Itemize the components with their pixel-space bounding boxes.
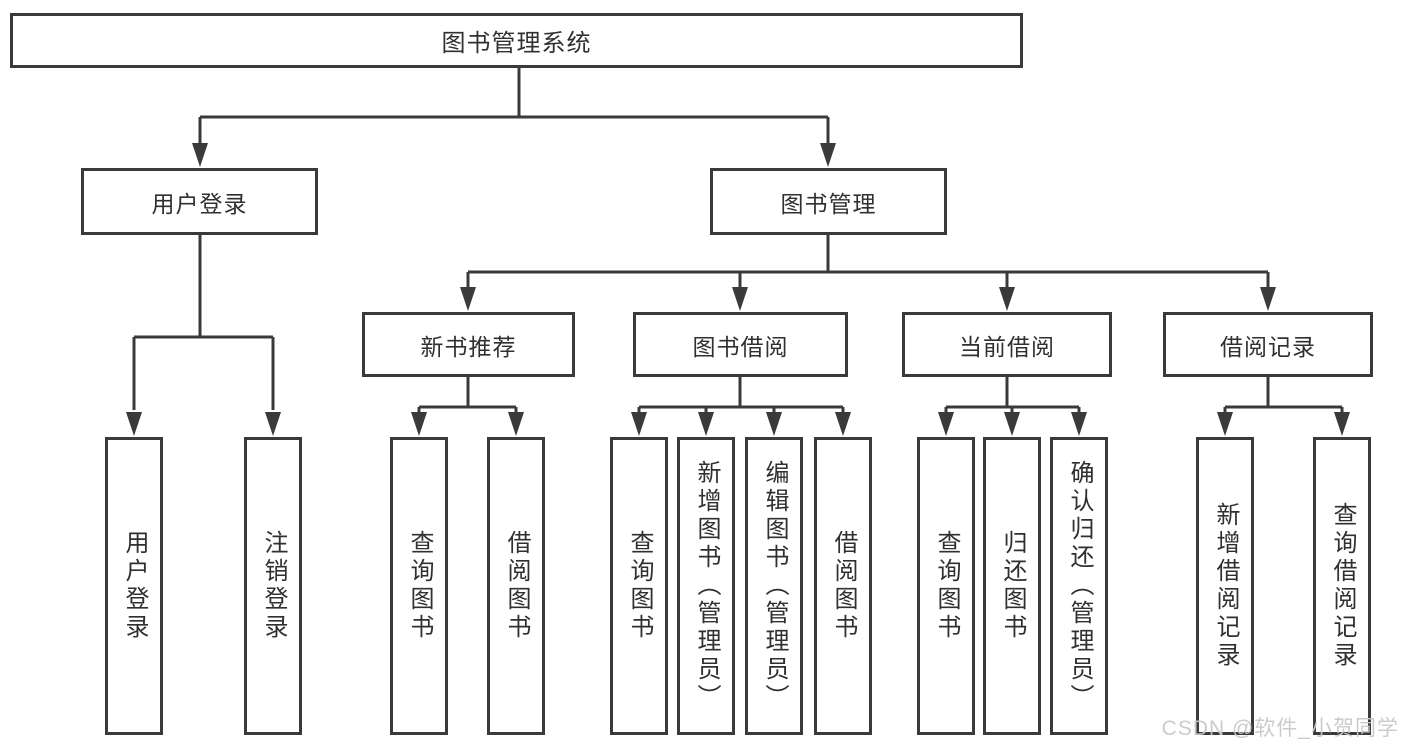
- node-query-books-current: 查询图书: [917, 437, 975, 735]
- node-add-borrow-record: 新增借阅记录: [1196, 437, 1254, 735]
- node-query-borrow-record: 查询借阅记录: [1313, 437, 1371, 735]
- node-edit-book-admin: 编辑图书（管理员）: [745, 437, 803, 735]
- node-add-book-admin: 新增图书（管理员）: [677, 437, 735, 735]
- node-user-login-branch: 用户登录: [81, 168, 318, 235]
- node-label: 查询图书: [406, 530, 433, 642]
- node-label: 借阅图书: [830, 530, 857, 642]
- node-label: 查询图书: [626, 530, 653, 642]
- node-label: 确认归还（管理员）: [1066, 460, 1093, 712]
- node-book-management: 图书管理: [710, 168, 947, 235]
- node-label: 借阅图书: [503, 530, 530, 642]
- node-label: 查询图书: [933, 530, 960, 642]
- node-root: 图书管理系统: [10, 13, 1023, 68]
- node-user-login: 用户登录: [105, 437, 163, 735]
- node-label: 新增图书（管理员）: [693, 460, 720, 712]
- node-label: 编辑图书（管理员）: [761, 460, 788, 712]
- node-label: 注销登录: [260, 530, 287, 642]
- node-return-book: 归还图书: [983, 437, 1041, 735]
- node-borrow-books-recommend: 借阅图书: [487, 437, 545, 735]
- node-label: 查询借阅记录: [1329, 502, 1356, 670]
- node-label: 新增借阅记录: [1212, 502, 1239, 670]
- node-query-books-recommend: 查询图书: [390, 437, 448, 735]
- node-borrow-records: 借阅记录: [1163, 312, 1373, 377]
- node-logout: 注销登录: [244, 437, 302, 735]
- node-current-borrow: 当前借阅: [902, 312, 1112, 377]
- node-new-book-recommend: 新书推荐: [362, 312, 575, 377]
- node-confirm-return-admin: 确认归还（管理员）: [1050, 437, 1108, 735]
- node-book-borrow: 图书借阅: [633, 312, 848, 377]
- node-borrow-books: 借阅图书: [814, 437, 872, 735]
- watermark-text: CSDN @软件_小贺同学: [1161, 717, 1399, 740]
- node-label: 归还图书: [999, 530, 1026, 642]
- node-query-books-borrow: 查询图书: [610, 437, 668, 735]
- node-label: 用户登录: [121, 530, 148, 642]
